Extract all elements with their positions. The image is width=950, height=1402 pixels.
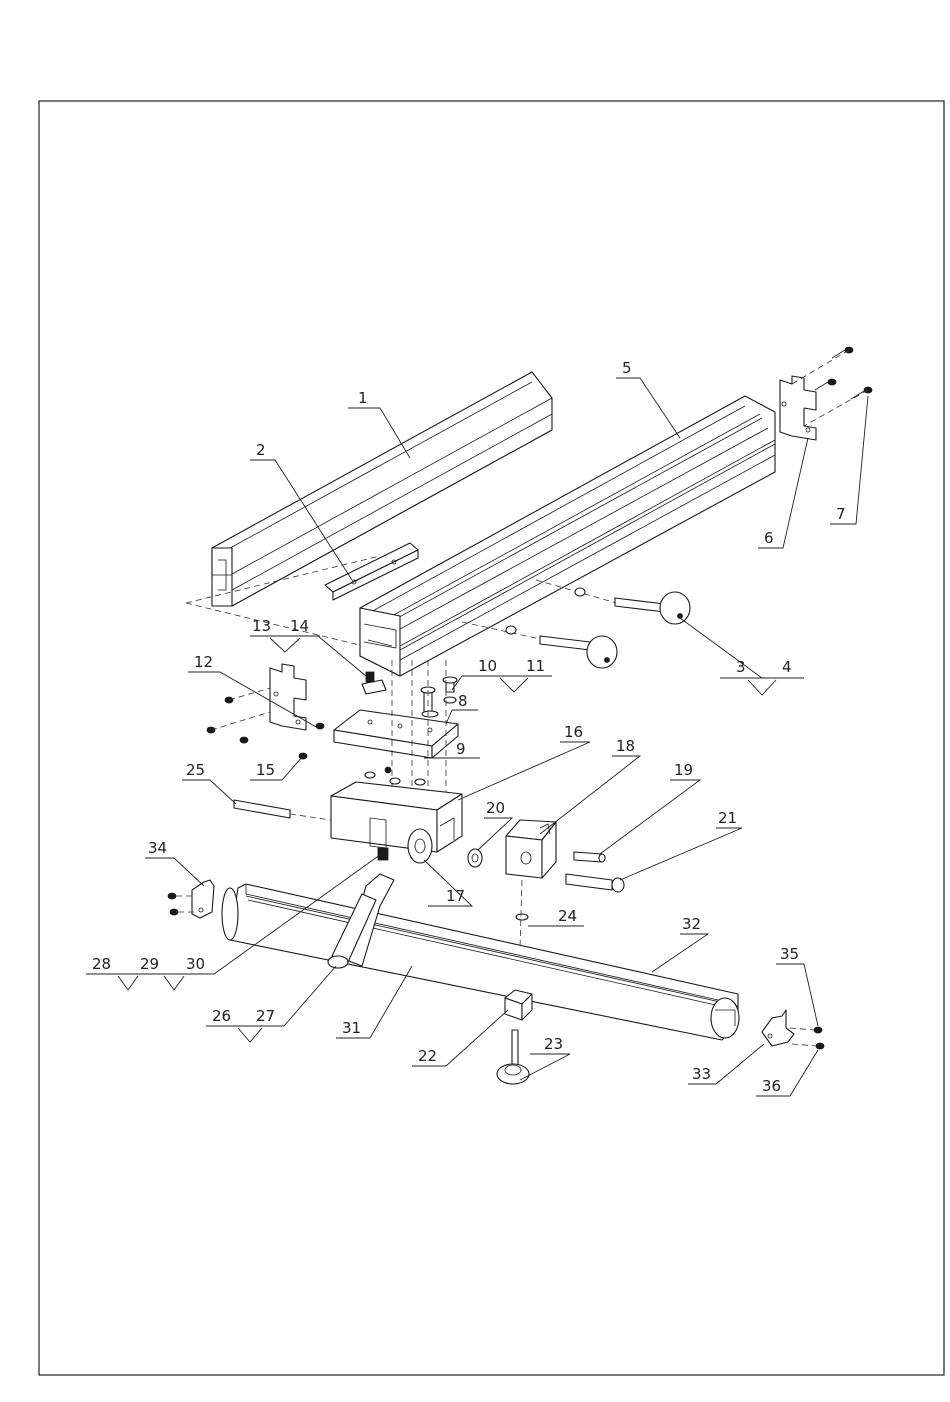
label-32: 32 <box>682 915 701 933</box>
label-9: 9 <box>456 740 466 758</box>
label-29: 29 <box>140 955 159 973</box>
part-18-slide-block <box>506 820 556 878</box>
drawing-frame <box>39 101 944 1375</box>
label-27: 27 <box>256 1007 275 1025</box>
part-20-nut <box>468 849 482 867</box>
label-24: 24 <box>558 907 577 925</box>
label-15: 15 <box>256 761 275 779</box>
label-31: 31 <box>342 1019 361 1037</box>
label-4: 4 <box>782 658 792 676</box>
label-19: 19 <box>674 761 693 779</box>
label-35: 35 <box>780 945 799 963</box>
label-10: 10 <box>478 657 497 675</box>
label-20: 20 <box>486 799 505 817</box>
label-23: 23 <box>544 1035 563 1053</box>
part-31-32-fence-tube <box>222 884 739 1040</box>
label-2: 2 <box>256 441 266 459</box>
part-8-mounting-plate <box>334 710 458 758</box>
label-33: 33 <box>692 1065 711 1083</box>
part-6-end-bracket-right <box>780 376 816 440</box>
part-9-screws <box>299 753 425 785</box>
label-1: 1 <box>358 389 368 407</box>
label-16: 16 <box>564 723 583 741</box>
label-8: 8 <box>458 692 468 710</box>
label-26: 26 <box>212 1007 231 1025</box>
part-12-end-bracket-left <box>207 664 324 743</box>
part-16-clamp-body <box>331 782 462 860</box>
label-11: 11 <box>526 657 545 675</box>
part-33-end-cap-right <box>762 1010 824 1049</box>
part-34-end-cap-left <box>168 880 214 918</box>
label-21: 21 <box>718 809 737 827</box>
label-28: 28 <box>92 955 111 973</box>
label-25: 25 <box>186 761 205 779</box>
part-22-23-knob <box>497 990 532 1084</box>
label-5: 5 <box>622 359 632 377</box>
label-17: 17 <box>446 887 465 905</box>
label-22: 22 <box>418 1047 437 1065</box>
part-21-bolt <box>566 874 624 892</box>
label-6: 6 <box>764 529 774 547</box>
label-30: 30 <box>186 955 205 973</box>
label-12: 12 <box>194 653 213 671</box>
label-34: 34 <box>148 839 167 857</box>
part-25-rod <box>234 800 331 820</box>
part-17-cam <box>408 829 432 863</box>
label-13: 13 <box>252 617 271 635</box>
label-36: 36 <box>762 1077 781 1095</box>
label-14: 14 <box>290 617 309 635</box>
label-3: 3 <box>736 658 746 676</box>
label-18: 18 <box>616 737 635 755</box>
label-7: 7 <box>836 505 846 523</box>
